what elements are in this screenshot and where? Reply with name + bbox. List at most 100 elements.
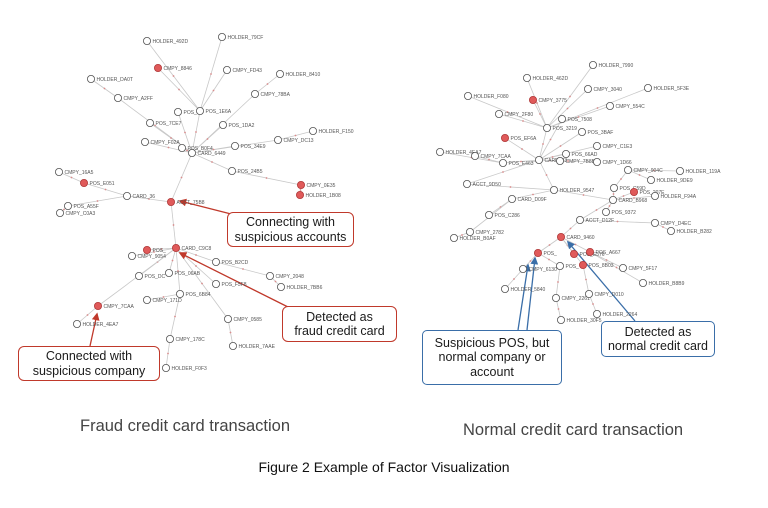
right-graph-edge-marker	[513, 278, 515, 280]
left-graph-edge-marker	[70, 176, 73, 179]
left-graph-edge-marker	[104, 188, 107, 191]
right-graph-node: HOLDER_5840	[500, 284, 545, 293]
left-graph-edge-marker	[299, 189, 302, 191]
right-graph-node: POS_8B03	[579, 260, 614, 269]
left-graph-node: CMPY_C0A3	[56, 208, 95, 217]
left-graph-node: CMPY_A2FF	[114, 94, 153, 103]
node-circle	[562, 149, 571, 158]
node-circle	[584, 85, 593, 94]
right-graph-edge-marker	[662, 226, 664, 228]
left-graph-edge-marker	[195, 131, 197, 133]
node-circle	[484, 210, 493, 219]
right-graph-node: HOLDER_9547	[550, 185, 594, 194]
right-graph-node: CMPY_D4EC	[651, 218, 692, 227]
left-graph-node: CMPY_0585	[223, 314, 263, 323]
node-circle	[494, 110, 503, 119]
suspicious-node-circle	[529, 96, 538, 105]
right-graph-edge-marker	[569, 227, 572, 230]
right-graph-node: CMPY_2F80	[494, 110, 533, 119]
left-graph-node: CMPY_FD43	[222, 66, 262, 75]
left-graph-node-label: HOLDER_F150	[319, 129, 354, 135]
callout-detected-normal-card: Detected as normal credit card	[601, 321, 715, 357]
left-graph-node: CMPY_78BA	[250, 90, 291, 99]
arrow-to-suspicious-company	[89, 312, 100, 347]
right-graph-node-label: HOLDER_9DE9	[657, 178, 693, 184]
node-circle	[644, 84, 653, 93]
node-circle	[507, 194, 516, 203]
node-circle	[55, 167, 64, 176]
node-circle	[211, 279, 220, 288]
right-graph-edge-marker	[566, 107, 569, 110]
right-graph-node: CMPY_554C	[606, 102, 645, 111]
node-circle	[87, 75, 96, 84]
node-circle	[265, 271, 274, 280]
suspicious-node-circle	[500, 133, 509, 142]
suspicious-node-circle	[570, 249, 579, 258]
left-graph-edge-marker	[294, 134, 297, 137]
right-graph-node-label: POS_3219	[553, 126, 578, 132]
left-graph-edge-marker	[174, 315, 176, 318]
right-graph-node-label: POS_9372	[612, 210, 637, 216]
left-graph-node-label: POS_1DA2	[229, 123, 255, 129]
right-graph-node-label: POS_7508	[568, 117, 593, 123]
node-circle	[593, 141, 602, 150]
right-graph-node-label: HOLDER_5F3E	[654, 86, 690, 92]
right-graph-node-label: POS_	[566, 264, 580, 270]
left-graph-node-label: CMPY_DC13	[284, 138, 314, 144]
right-graph-node: HOLDER_119A	[676, 166, 721, 175]
right-graph-edge-marker	[595, 209, 598, 211]
right-graph-edge-marker	[502, 171, 504, 173]
left-graph-node: POS_7CE7	[145, 119, 182, 128]
right-graph-edge-marker	[532, 193, 534, 196]
left-graph-node: POS_F5F8	[211, 279, 247, 288]
left-graph-node-label: HOLDER_8410	[286, 72, 321, 78]
left-graph-node: HOLDER_F150	[308, 127, 354, 136]
right-graph-edge-marker	[569, 95, 571, 98]
right-graph-node-label: CMPY_7B8B	[566, 159, 596, 165]
right-graph-node-label: HOLDER_F080	[474, 94, 509, 100]
right-graph-node: HOLDER_F94A	[651, 191, 697, 200]
right-graph-edge-marker	[461, 234, 463, 236]
arrow-to-suspicious-pos-1	[517, 263, 531, 331]
right-graph-node-label: POS_	[544, 251, 558, 257]
node-circle	[308, 127, 317, 136]
left-graph-node: CMPY_171D	[142, 295, 182, 304]
right-graph-node-label: HOLDER_F94A	[661, 194, 697, 200]
left-graph-node-label: CMPY_7CAA	[104, 304, 135, 310]
suspicious-node-circle	[142, 245, 151, 254]
left-graph-node-label: CMPY_16A5	[65, 170, 94, 176]
left-graph-edge-marker	[86, 314, 89, 316]
right-graph-edge-marker	[616, 220, 619, 223]
node-circle	[222, 66, 231, 75]
node-circle	[609, 195, 618, 204]
node-circle	[624, 165, 633, 174]
suspicious-node-circle	[295, 190, 304, 199]
right-graph-edge-marker	[653, 169, 655, 172]
right-graph-node-label: CMPY_3040	[594, 87, 623, 93]
left-graph-node: POS_6B84	[175, 289, 211, 298]
right-graph-node: POS_9372	[602, 207, 637, 216]
right-graph-node-label: POS_3BAF	[588, 130, 614, 136]
right-graph-edge-marker	[509, 186, 512, 188]
node-circle	[556, 156, 565, 165]
right-graph-edge-marker	[522, 120, 524, 122]
right-graph-edge-marker	[520, 160, 522, 163]
right-graph-node: CARD_83	[535, 155, 567, 164]
right-graph-node: HOLDER_B8B9	[639, 278, 685, 287]
left-graph-node: CARD_36	[123, 191, 155, 200]
right-graph-node: POS_A667	[586, 247, 621, 256]
left-graph-node-label: HOLDER_1B08	[306, 193, 342, 199]
right-graph-edge-marker	[548, 244, 551, 246]
right-graph-node: CMPY_3040	[584, 85, 623, 94]
right-graph-node-label: CMPY_5F17	[629, 266, 658, 272]
right-graph-node: HOLDER_B0AF	[449, 233, 496, 242]
right-graph-node: HOLDER_F080	[463, 92, 509, 101]
right-graph-node-label: CMPY_D4EC	[661, 221, 692, 227]
node-circle	[223, 314, 232, 323]
left-graph-node-label: CMPY_0585	[234, 317, 263, 323]
node-circle	[589, 61, 598, 70]
left-graph-node: POS_	[142, 245, 166, 254]
right-graph-node: HOLDER_4EA7	[435, 147, 482, 156]
